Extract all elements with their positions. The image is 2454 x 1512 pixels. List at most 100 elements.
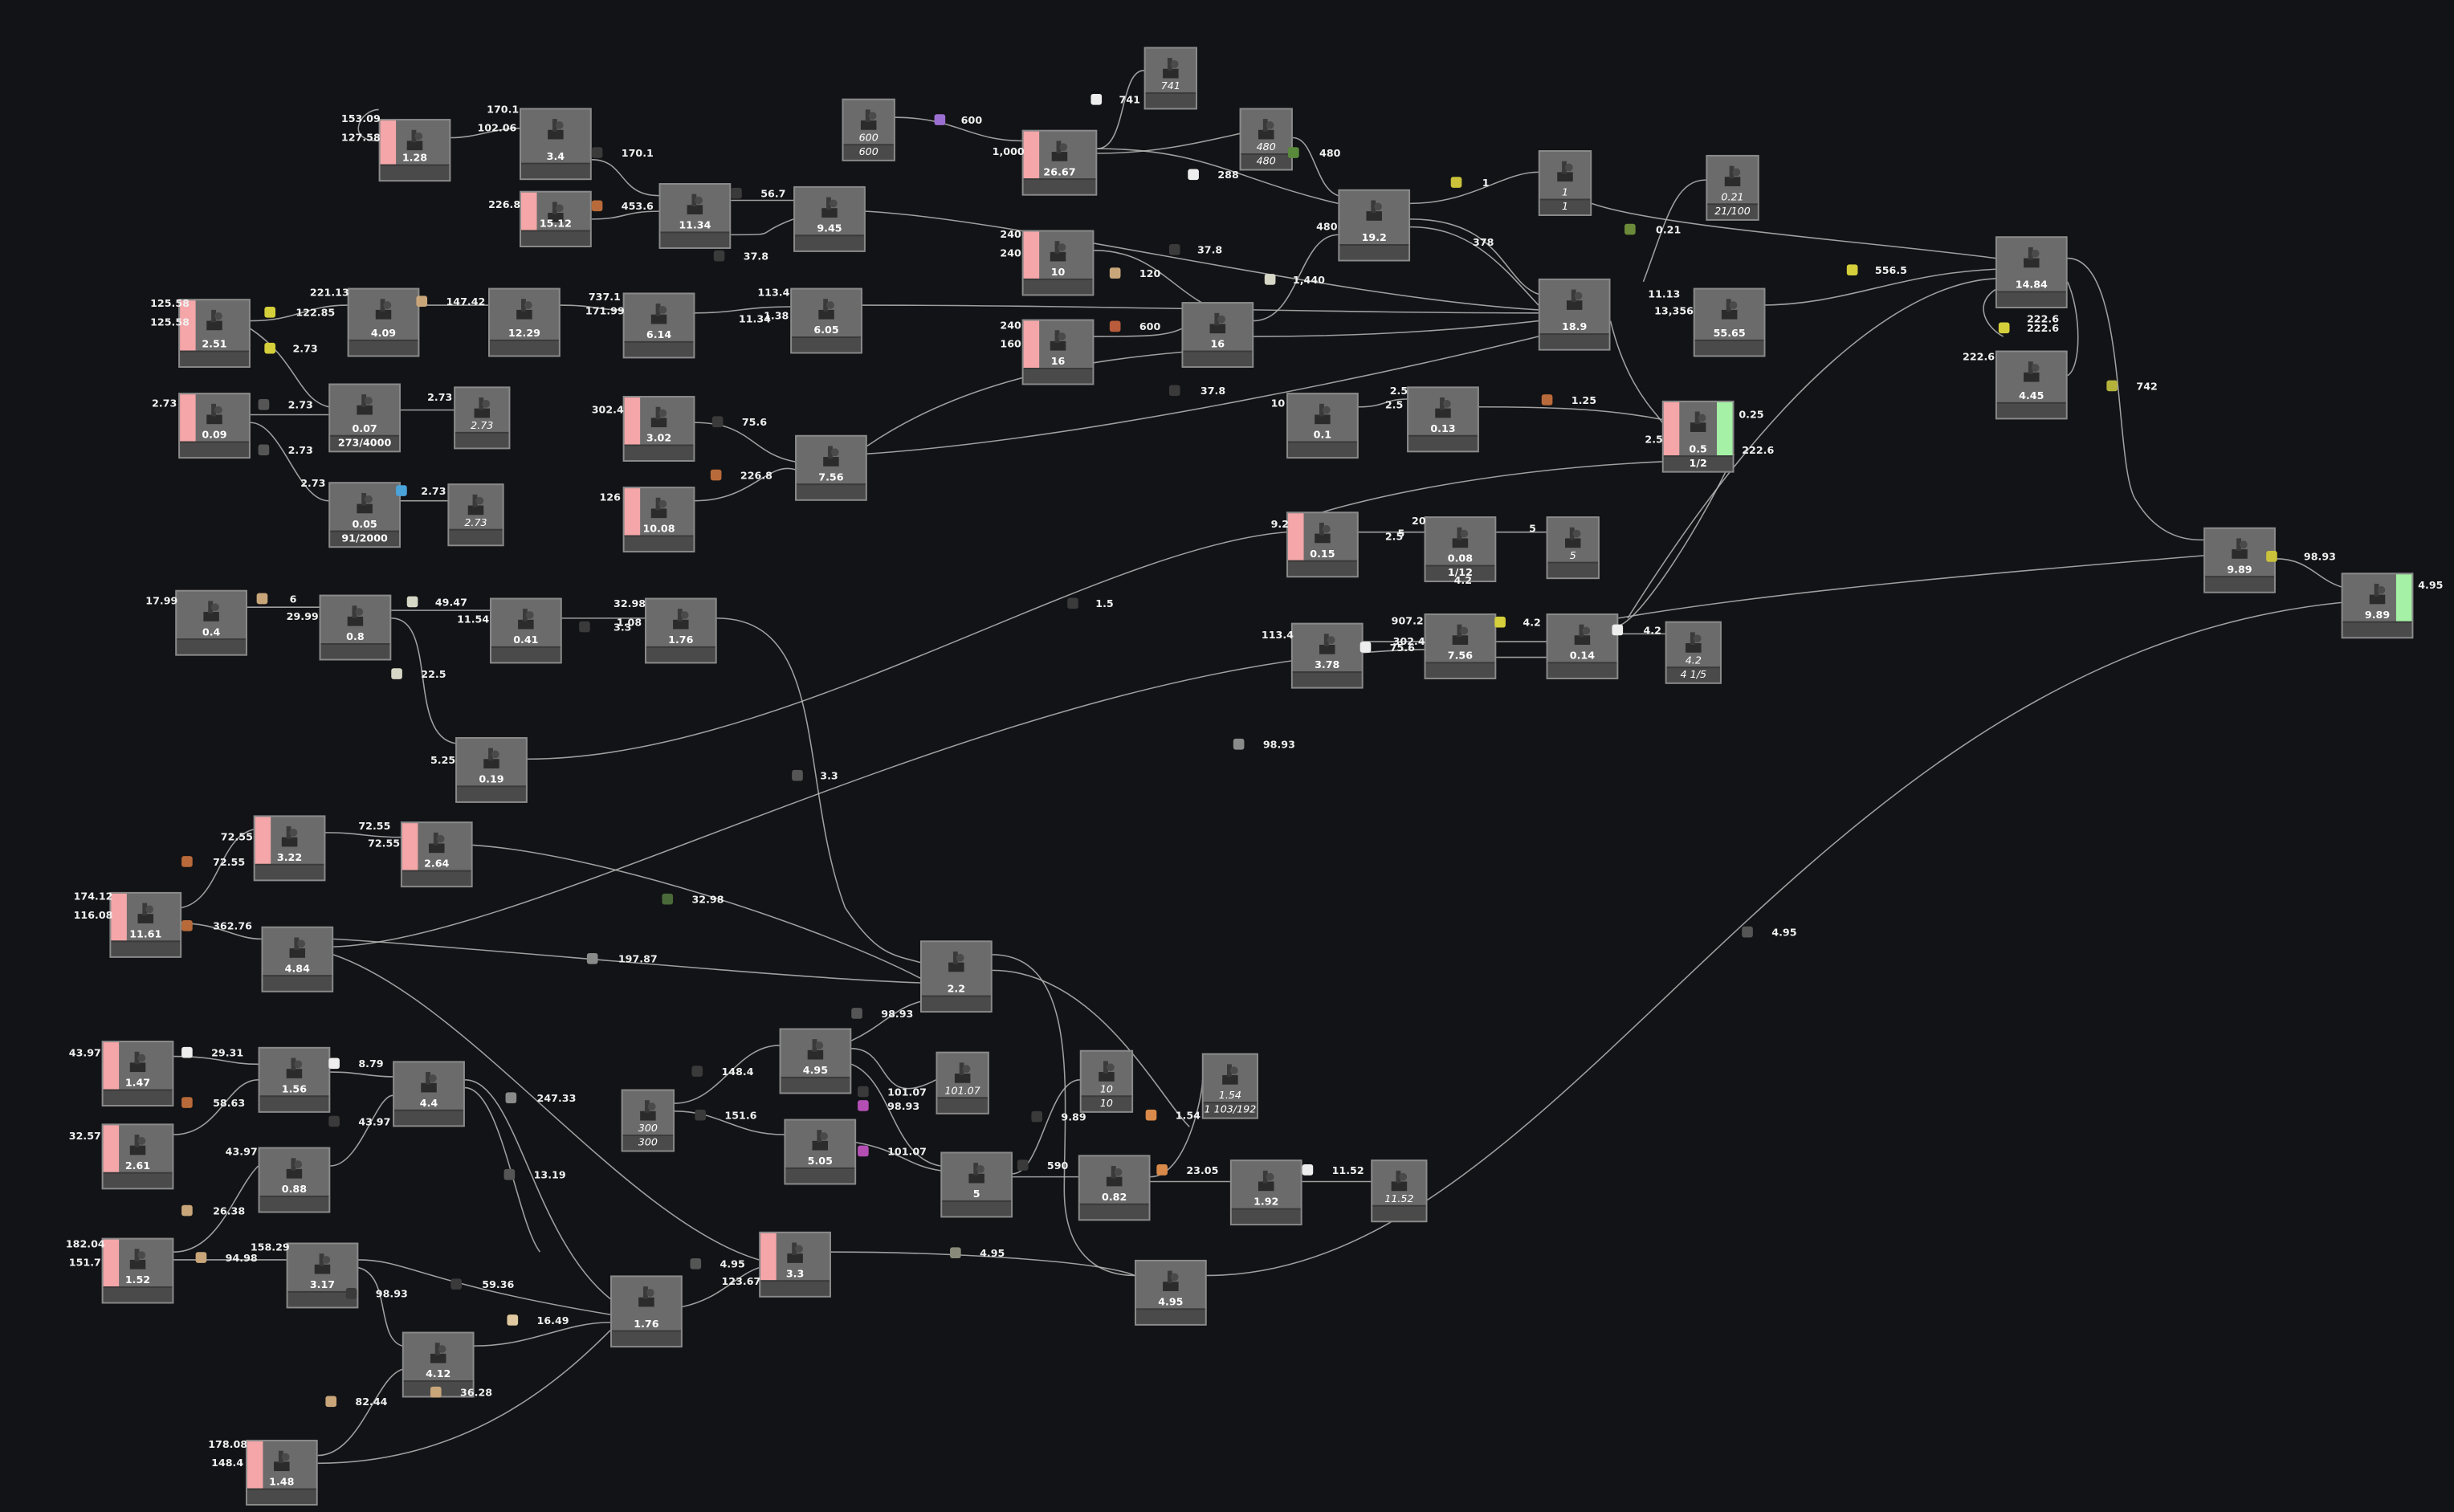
machine-node[interactable]: 16 [1181,302,1254,369]
input-tab[interactable] [255,817,271,866]
machine-node[interactable]: 15.12 [520,190,592,247]
machine-node[interactable]: 5.05 [784,1119,857,1185]
input-tab[interactable] [760,1233,777,1282]
machine-node[interactable]: 0.19 [455,736,528,803]
machine-node[interactable]: 9.45 [793,185,866,252]
machine-node[interactable]: 1.47 [101,1041,174,1106]
input-tab[interactable] [180,394,196,443]
machine-node[interactable]: 11.34 [658,183,732,249]
node-footer [1663,455,1733,471]
input-tab[interactable] [1663,401,1680,458]
machine-count: 0.41 [513,634,539,646]
machine-node[interactable]: 3.78 [1290,622,1364,689]
input-tab[interactable] [1288,513,1304,562]
machine-node[interactable]: 6.14 [622,292,695,359]
machine-node[interactable]: 4.95 [1135,1259,1207,1326]
machine-node[interactable]: 0.88 [258,1147,331,1213]
machine-node[interactable]: 2.51 [178,299,251,369]
machine-node[interactable]: 11.61 [109,891,182,958]
machine-node[interactable]: 1.92 [1229,1159,1302,1226]
input-tab[interactable] [521,192,537,232]
machine-node[interactable]: 1.28 [378,119,451,182]
machine-node[interactable]: 7.56 [795,434,867,501]
output-tab[interactable] [2395,574,2412,623]
machine-node[interactable]: 26.67 [1021,129,1098,196]
input-tab[interactable] [103,1042,120,1091]
machine-node[interactable]: 3.3 [759,1231,831,1298]
input-tab[interactable] [402,823,418,872]
machine-node[interactable]: 0.1 [1286,393,1359,459]
machine-node[interactable]: 0.41 [490,597,562,664]
input-tab[interactable] [380,120,397,166]
machine-node[interactable]: 0.8 [319,594,392,661]
input-tab[interactable] [1023,131,1040,181]
machine-node[interactable]: 10.08 [622,487,695,552]
input-tab[interactable] [1023,231,1040,280]
machine-node[interactable]: 6.05 [790,287,862,354]
input-tab[interactable] [624,397,641,446]
input-tab[interactable] [247,1441,263,1490]
machine-node[interactable]: 0.4 [175,589,247,656]
input-tab[interactable] [1023,320,1040,369]
machine-node[interactable]: 2.64 [400,821,473,888]
machine-node[interactable]: 19.2 [1338,189,1411,262]
machine-node[interactable]: 1.48 [245,1440,318,1506]
input-tab[interactable] [103,1239,120,1289]
machine-node[interactable]: 1.56 [258,1046,331,1113]
input-tab[interactable] [624,488,641,537]
machine-node[interactable]: 1.52 [101,1237,174,1304]
machine-node[interactable]: 11.52 [1371,1159,1428,1223]
machine-node[interactable]: 4.4 [393,1061,465,1127]
machine-node[interactable]: 5 [940,1151,1013,1218]
machine-node[interactable]: 9.89 [2341,573,2414,639]
item-icon [731,187,742,199]
machine-node[interactable]: 7.56 [1424,613,1497,679]
machine-node[interactable]: 16 [1021,319,1095,385]
machine-node[interactable]: 4.84 [261,926,334,992]
machine-node[interactable]: 1.76 [610,1275,683,1348]
machine-node[interactable]: 0.14 [1546,613,1619,679]
input-tab[interactable] [103,1125,120,1174]
output-tab[interactable] [1717,401,1733,458]
machine-node[interactable]: 3.4 [520,108,592,181]
machine-node[interactable]: 2.2 [920,940,993,1013]
machine-node[interactable]: 9.89 [2203,527,2276,593]
machine-node[interactable]: 3.22 [253,815,326,882]
machine-node[interactable]: 4.95 [779,1028,852,1094]
machine-node[interactable]: 55.65 [1693,287,1766,357]
machine-node[interactable]: 18.9 [1538,278,1611,351]
machine-node[interactable]: 0.13 [1407,386,1479,453]
machine-node[interactable]: 3.02 [622,396,695,462]
machine-node[interactable]: 0.82 [1078,1155,1151,1221]
machine-node[interactable]: 4.45 [1995,350,2068,420]
machine-node[interactable]: 2.61 [101,1123,174,1190]
machine-icon [1366,200,1382,221]
machine-node[interactable]: 0.15 [1286,511,1359,578]
machine-node[interactable]: 2.73 [454,386,511,450]
machine-node[interactable]: 5 [1546,516,1600,580]
machine-node[interactable]: 2.73 [447,483,504,547]
machine-node[interactable]: 4.09 [347,287,420,357]
input-tab[interactable] [180,300,196,353]
machine-node[interactable]: 101.07 [936,1051,989,1115]
machine-node[interactable]: 14.84 [1995,236,2068,308]
machine-node[interactable]: 741 [1143,47,1197,110]
machine-node[interactable]: 12.29 [488,287,561,357]
machine-node[interactable]: 1.76 [644,597,717,664]
machine-node[interactable]: 0.09 [178,393,251,459]
machine-node[interactable]: 10 [1021,230,1095,296]
input-tab[interactable] [111,893,127,943]
